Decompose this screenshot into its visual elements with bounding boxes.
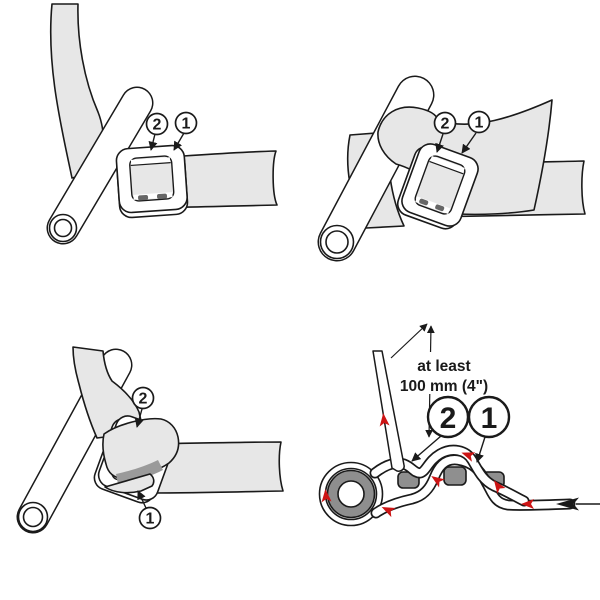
- note-line-2: 100 mm (4"): [400, 378, 488, 395]
- horizontal-strap: [149, 441, 284, 494]
- callout-2-badge: [145, 112, 169, 136]
- strap-path-first-pass: [370, 454, 576, 519]
- callout-2-label: 2: [440, 402, 457, 435]
- callout-2-label: 2: [153, 117, 162, 134]
- step-1-illustration: 2 1: [46, 3, 278, 245]
- pole-bore: [337, 480, 365, 508]
- buckle: [115, 144, 189, 219]
- callout-1-badge: [138, 506, 162, 530]
- pole-cross-section: [318, 461, 384, 527]
- callout-2: 2: [145, 112, 169, 151]
- callout-2-leader-arrow: [134, 408, 144, 428]
- pole-end-inner: [22, 506, 44, 528]
- step-4-cross-section: at least 100 mm (4"): [318, 323, 600, 527]
- callout-1-label: 1: [182, 116, 191, 133]
- note-line-1: at least: [417, 358, 470, 375]
- strap-fold-over-buckle: [102, 417, 180, 479]
- strap-end-tongue: [104, 473, 155, 494]
- slot-shadow: [116, 460, 163, 484]
- pole-end-inner: [53, 218, 73, 238]
- callout-1-leader-arrow: [475, 436, 486, 463]
- callout-1-label: 1: [475, 115, 484, 132]
- callout-2-leader-arrow: [148, 133, 158, 151]
- dimension-annotation: at least 100 mm (4"): [390, 323, 500, 438]
- callout-1-leader-arrow: [173, 132, 185, 151]
- strap-free-end: [372, 350, 405, 472]
- step-3-illustration: 2 1: [16, 346, 284, 534]
- callout-2-label: 2: [441, 116, 450, 133]
- callout-1-leader-arrow: [461, 132, 477, 154]
- buckle: [396, 143, 479, 230]
- buckle-bar-middle: [443, 466, 467, 486]
- callout-2-label: 2: [139, 391, 148, 408]
- callout-1: 1: [467, 395, 511, 463]
- callout-1-leader-arrow: [137, 490, 147, 509]
- callout-1: 1: [173, 111, 198, 151]
- callout-1: 1: [137, 490, 162, 530]
- callout-2: 2: [433, 111, 457, 153]
- callout-1: 1: [461, 110, 491, 154]
- callout-2-leader-arrow: [411, 435, 442, 462]
- callout-2-badge: [433, 111, 457, 135]
- callout-1-label: 1: [481, 402, 498, 435]
- callout-1-badge: [467, 110, 491, 134]
- callout-2: 2: [131, 386, 155, 428]
- callout-2-leader-arrow: [435, 133, 444, 153]
- callout-2: 2: [411, 395, 470, 462]
- callout-1-badge: [467, 395, 511, 439]
- pole: [46, 86, 154, 245]
- callout-1-label: 1: [146, 511, 155, 528]
- callout-1-badge: [174, 111, 198, 135]
- callout-2-badge: [131, 386, 155, 410]
- pole-end-inner: [325, 230, 349, 254]
- step-2-illustration: 2 1: [317, 75, 586, 262]
- pull-direction-arrow: [556, 497, 600, 511]
